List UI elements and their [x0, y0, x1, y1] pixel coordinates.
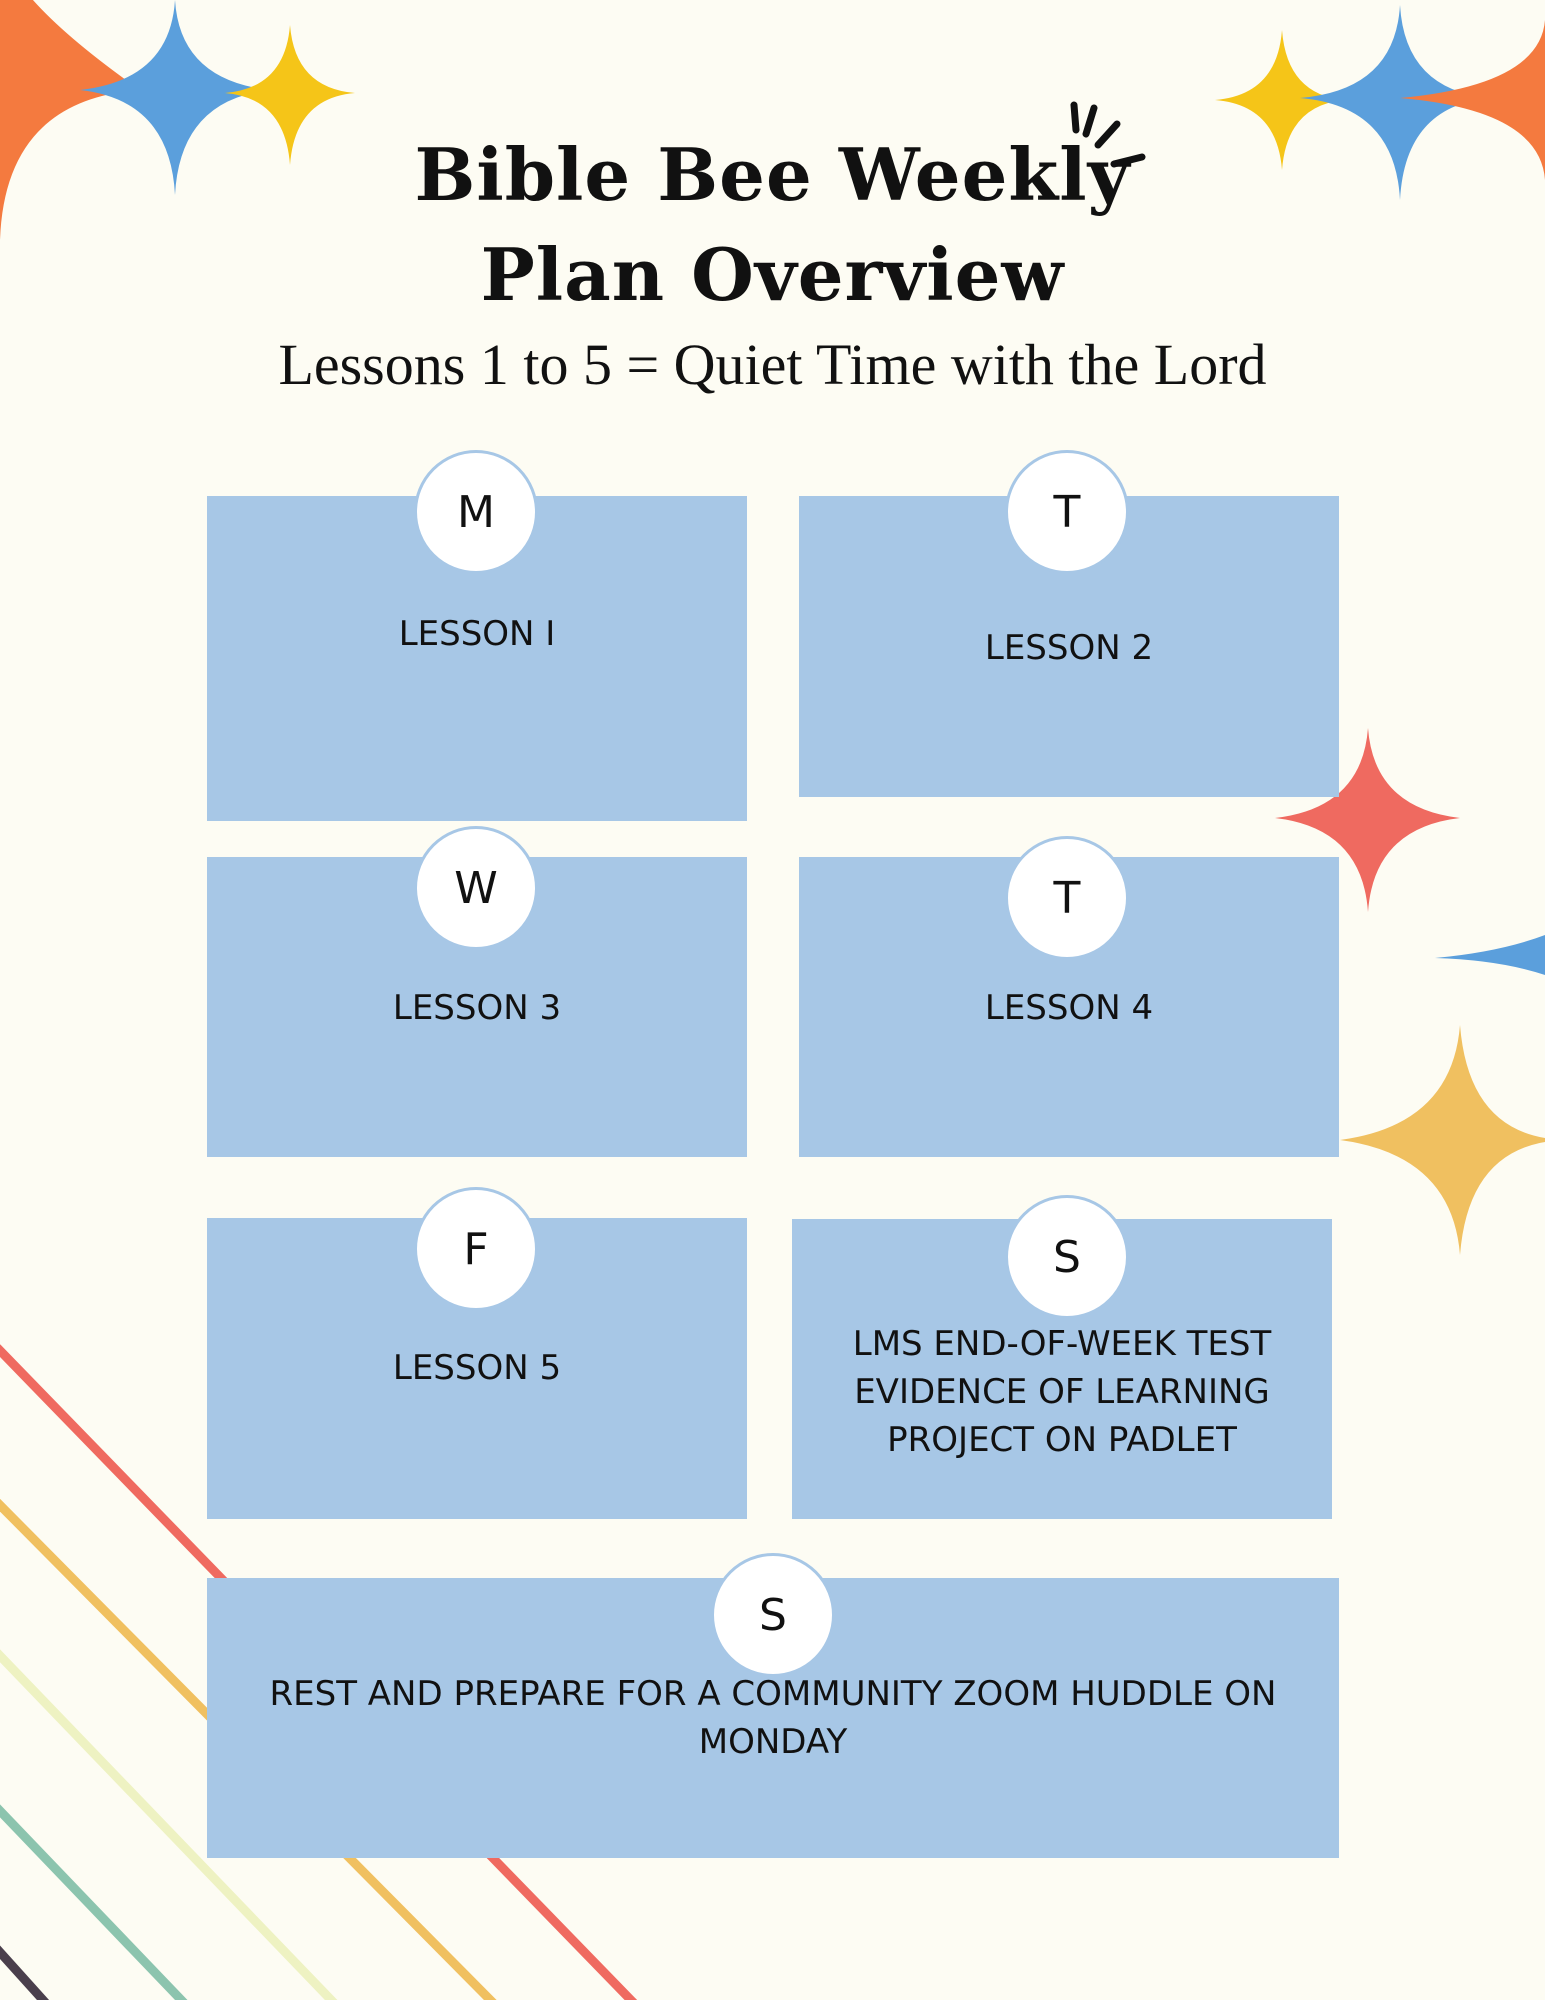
lesson-label-saturday: LMS END-OF-WEEK TEST EVIDENCE OF LEARNIN… [792, 1320, 1332, 1464]
stripe-dark [0, 1945, 50, 2000]
lesson-label-friday: LESSON 5 [392, 1348, 562, 1388]
stripe-lime [0, 1649, 338, 2000]
sparkle-yellow-icon [225, 25, 355, 165]
day-badge-wednesday: W [414, 826, 538, 950]
sparkle-yellow-icon [1215, 30, 1345, 170]
saturday-line-2: EVIDENCE OF LEARNING [854, 1372, 1270, 1412]
burst-icon [1070, 101, 1146, 168]
saturday-line-1: LMS END-OF-WEEK TEST [852, 1324, 1272, 1364]
sparkle-blue-icon [1435, 935, 1545, 975]
title-line-1: Bible Bee Weekly [414, 132, 1131, 217]
sunday-line-1: REST AND PREPARE FOR A COMMUNITY ZOOM HU… [269, 1674, 1277, 1714]
title-line-2: Plan Overview [480, 232, 1065, 317]
stripe-teal [0, 1804, 188, 2000]
lesson-label-monday: LESSON I [398, 614, 556, 654]
day-badge-thursday: T [1005, 836, 1129, 960]
day-badge-saturday: S [1005, 1195, 1129, 1319]
lesson-label-sunday: REST AND PREPARE FOR A COMMUNITY ZOOM HU… [207, 1670, 1339, 1766]
sparkle-blue-icon [1300, 5, 1490, 200]
day-badge-monday: M [414, 450, 538, 574]
lesson-label-wednesday: LESSON 3 [392, 988, 562, 1028]
lesson-label-thursday: LESSON 4 [984, 988, 1154, 1028]
day-badge-tuesday: T [1005, 450, 1129, 574]
sparkle-blue-icon [80, 0, 270, 195]
sparkle-gold-icon [1340, 1025, 1545, 1255]
sparkle-orange-icon [1400, 20, 1545, 180]
day-badge-friday: F [414, 1187, 538, 1311]
page-title: Bible Bee Weekly Plan Overview [0, 125, 1545, 325]
sunday-line-2: MONDAY [698, 1722, 848, 1762]
lesson-label-tuesday: LESSON 2 [984, 628, 1154, 668]
sparkle-orange-icon [0, 0, 140, 240]
sparkle-red-icon [1275, 728, 1460, 912]
page-subtitle: Lessons 1 to 5 = Quiet Time with the Lor… [278, 332, 1267, 397]
saturday-line-3: PROJECT ON PADLET [887, 1420, 1237, 1460]
day-badge-sunday: S [711, 1553, 835, 1677]
